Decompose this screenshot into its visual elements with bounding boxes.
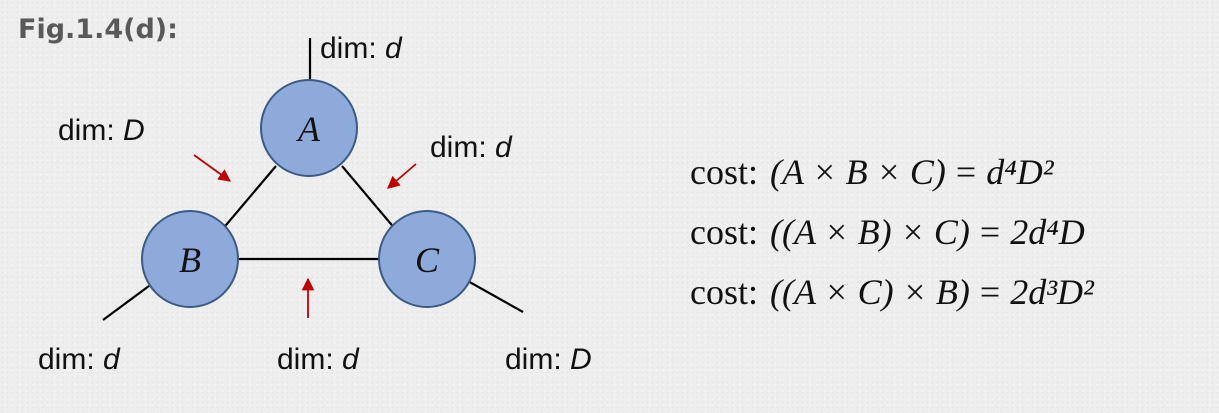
node-b: B (141, 210, 239, 308)
open-edge-c (465, 279, 524, 313)
dim-label-c-open: dim: D (505, 343, 592, 376)
dim-label-ab-edge: dim: D (58, 114, 145, 147)
equals-sign: = (979, 272, 1001, 312)
cost-line-ac-then-b: cost: ((A × C) × B)=2d³D² (690, 262, 1094, 322)
dim-label-bc-edge: dim: d (277, 343, 360, 376)
node-c: C (378, 210, 476, 308)
cost-result: 2d⁴D (1010, 212, 1085, 252)
node-a: A (260, 79, 358, 177)
tensor-network-diagram: A B C dim: d dim: D dim: d dim: d dim: d… (38, 32, 592, 376)
edge-a-c (341, 165, 397, 231)
arrow-ac-edge (387, 163, 417, 189)
cost-equations: cost:(A × B × C)=d⁴D² cost:((A × B) × C)… (690, 142, 1094, 322)
cost-expression: ((A × B) × C) (770, 212, 970, 252)
equals-sign: = (979, 212, 1001, 252)
arrow-ab-edge (193, 154, 232, 182)
cost-prefix: cost: (690, 212, 758, 252)
cost-expression: ((A × C) × B) (770, 272, 970, 312)
cost-prefix: cost: (690, 272, 758, 312)
dim-label-b-open: dim: d (38, 343, 121, 376)
figure-label: Fig.1.4(d): (18, 14, 178, 45)
edge-a-b (220, 165, 277, 232)
cost-result: d⁴D² (986, 152, 1054, 192)
cost-line-ab-then-c: cost: ((A × B) × C)=2d⁴D (690, 202, 1094, 262)
cost-line-abc: cost: (A × B × C)=d⁴D² (690, 142, 1094, 202)
cost-expression: (A × B × C) (770, 152, 946, 192)
node-b-label: B (179, 240, 201, 280)
open-edge-b (102, 282, 154, 321)
cost-result: 2d³D² (1010, 272, 1094, 312)
node-a-label: A (296, 109, 321, 149)
equals-sign: = (955, 152, 977, 192)
node-c-label: C (415, 240, 440, 280)
cost-prefix: cost: (690, 152, 758, 192)
dim-label-ac-edge: dim: d (430, 131, 513, 164)
dim-label-a-open: dim: d (320, 32, 403, 65)
